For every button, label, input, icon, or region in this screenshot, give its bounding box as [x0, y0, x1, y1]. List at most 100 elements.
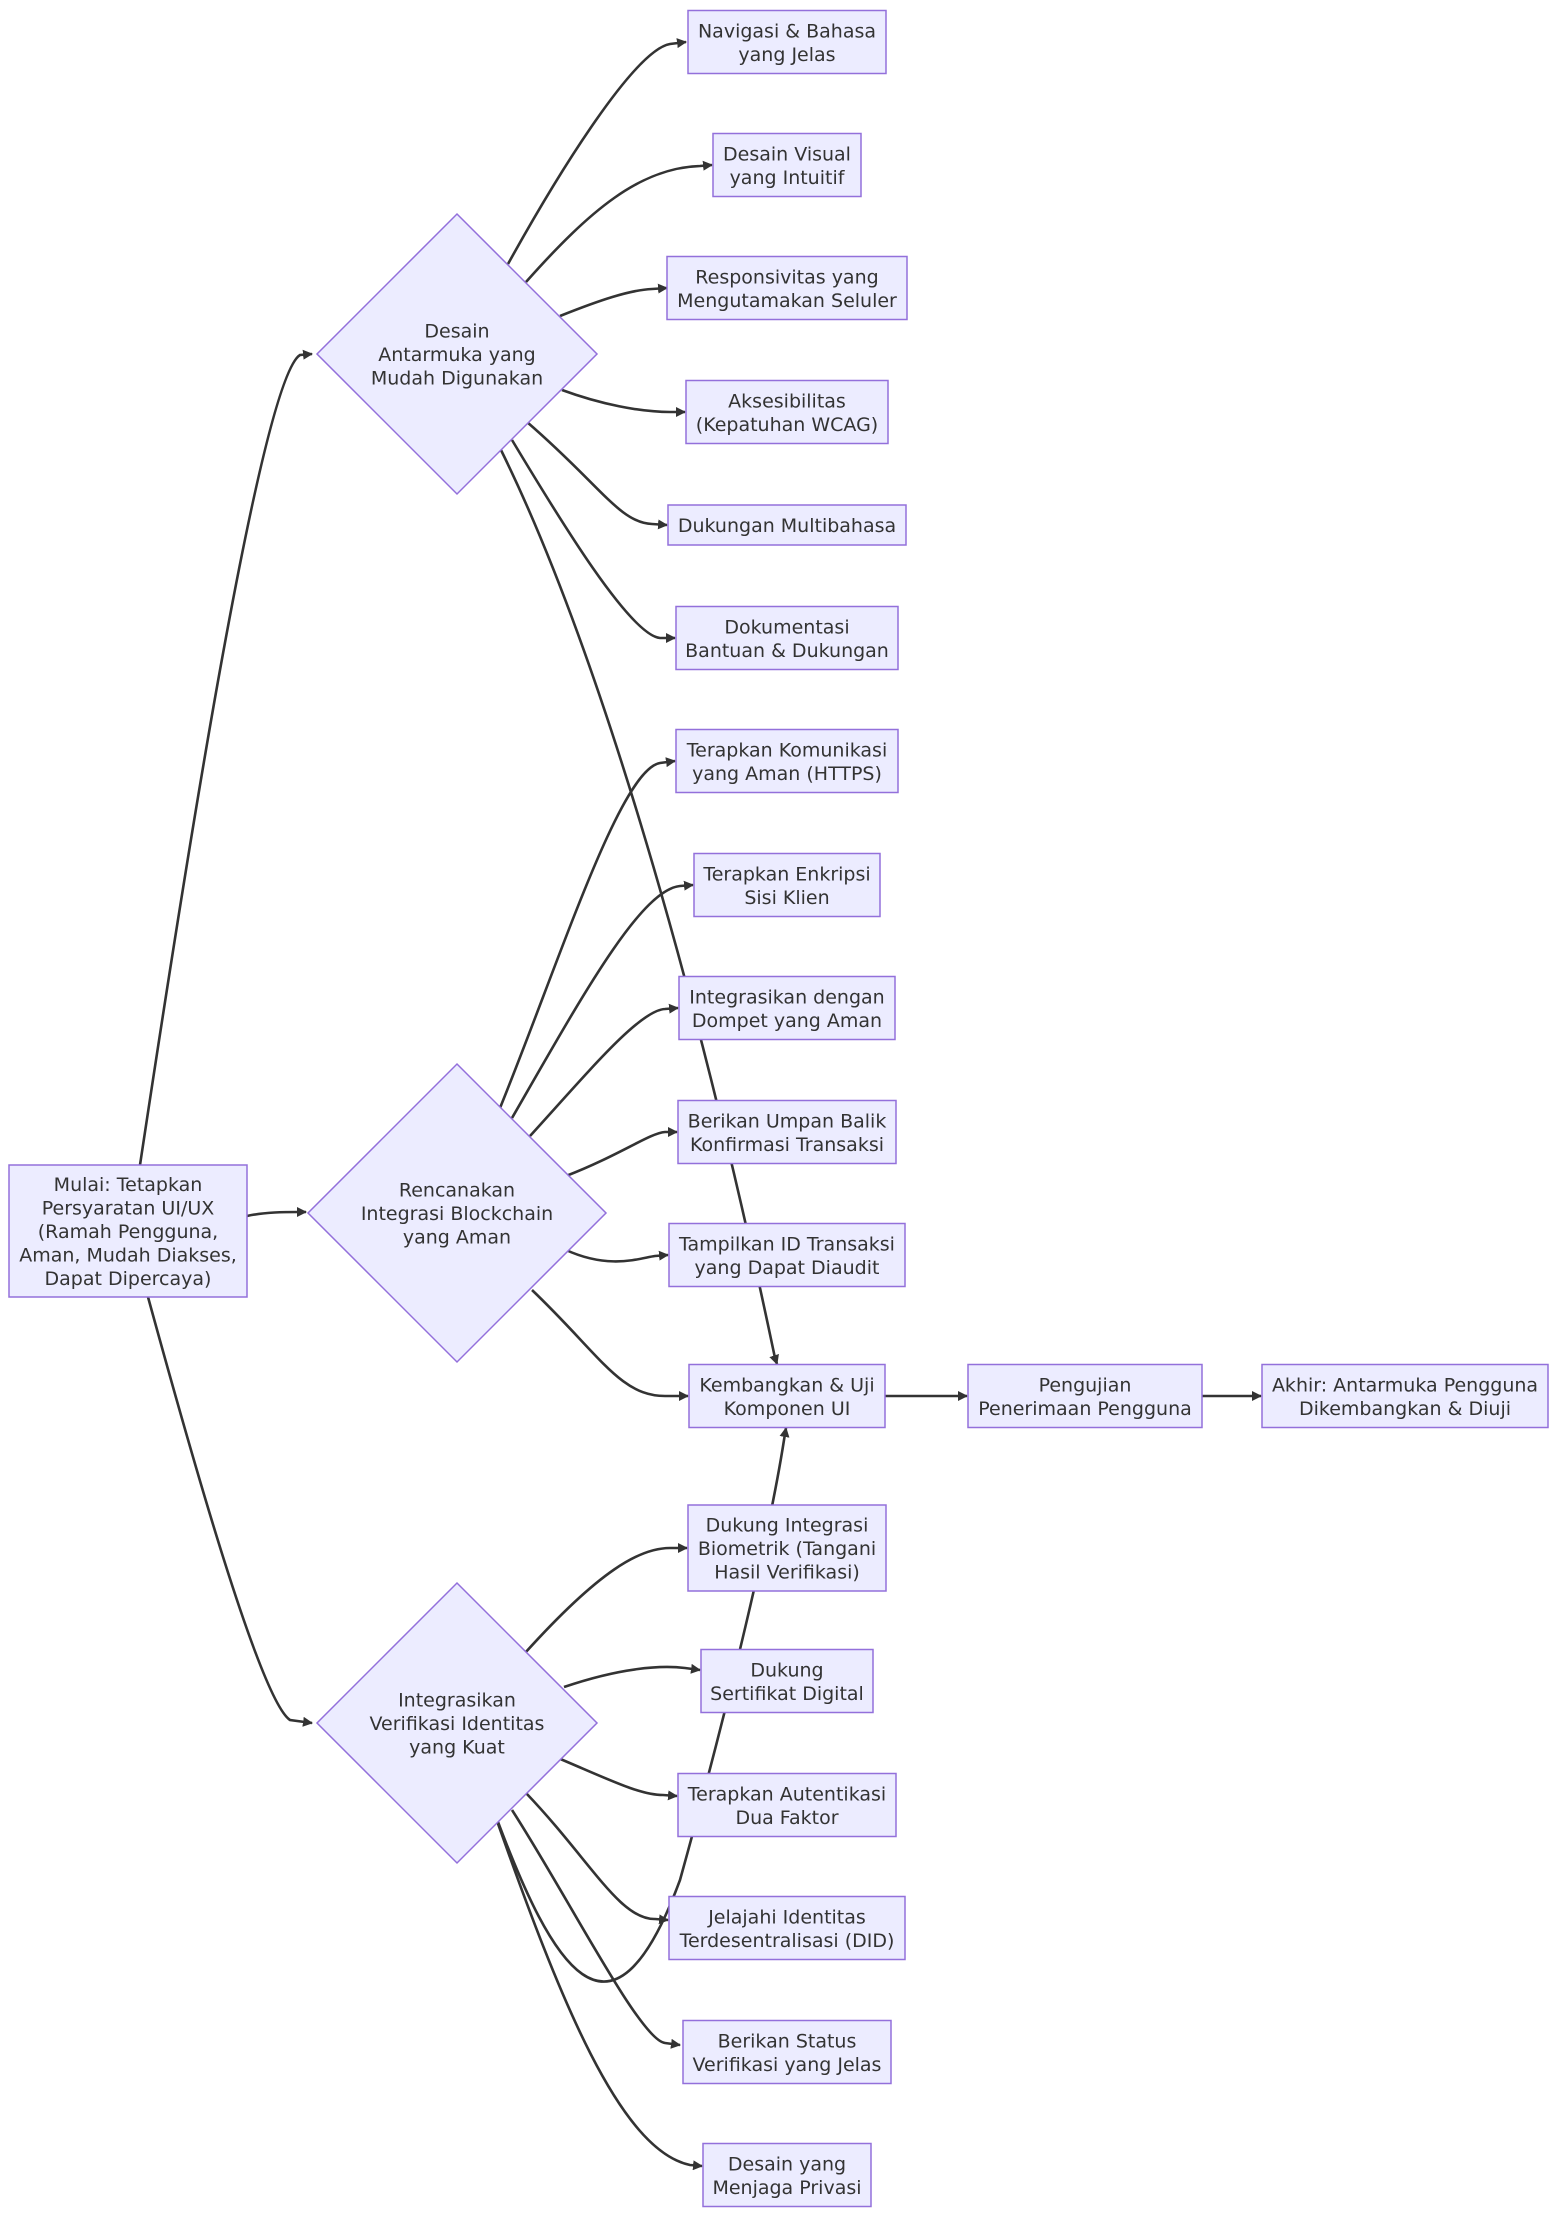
- node-label-status-1: Verifikasi yang Jelas: [693, 2054, 882, 2076]
- node-label-start-3: Aman, Mudah Diakses,: [19, 1245, 237, 1267]
- node-label-id-0: Integrasikan: [398, 1690, 516, 1712]
- decision-diamond-id: [315, 1581, 599, 1865]
- process-box-visual: [712, 132, 862, 198]
- edge-start-ui: [138, 349, 313, 1166]
- node-label-end-1: Dikembangkan & Diuji: [1299, 1398, 1511, 1420]
- edge-id-privacy: [494, 1817, 703, 2171]
- node-label-ui-2: Mudah Digunakan: [371, 368, 543, 390]
- node-label-bio-1: Biometrik (Tangani: [698, 1538, 876, 1560]
- node-label-dev-0: Kembangkan & Uji: [699, 1374, 874, 1396]
- node-label-txid-1: yang Dapat Diaudit: [695, 1257, 880, 1279]
- edge-ui-nav: [506, 38, 687, 265]
- node-label-ui-0: Desain: [424, 321, 489, 343]
- node-label-uat-1: Penerimaan Pengguna: [978, 1398, 1192, 1420]
- node-label-docs-1: Bantuan & Dukungan: [685, 640, 889, 662]
- node-label-wallet-1: Dompet yang Aman: [692, 1010, 882, 1032]
- node-label-bio-2: Hasil Verifikasi): [714, 1562, 860, 1584]
- node-label-feedback-1: Konfirmasi Transaksi: [690, 1134, 884, 1156]
- node-label-start-2: (Ramah Pengguna,: [38, 1221, 218, 1243]
- process-box-https: [675, 728, 899, 794]
- process-box-uat: [967, 1363, 1203, 1429]
- edge-ui-docs: [510, 439, 676, 643]
- node-a11y: Aksesibilitas(Kepatuhan WCAG): [685, 379, 889, 445]
- process-box-encrypt: [693, 852, 881, 918]
- node-label-visual-0: Desain Visual: [723, 143, 851, 165]
- node-label-https-1: yang Aman (HTTPS): [692, 763, 882, 785]
- edge-bc-dev: [531, 1289, 689, 1401]
- node-label-encrypt-0: Terapkan Enkripsi: [702, 863, 870, 885]
- node-label-twofa-0: Terapkan Autentikasi: [687, 1783, 886, 1805]
- edge-id-status: [510, 1809, 681, 2049]
- process-box-did: [668, 1895, 906, 1961]
- process-box-wallet: [678, 975, 896, 1041]
- node-label-uat-0: Pengujian: [1039, 1374, 1132, 1396]
- process-box-feedback: [677, 1099, 897, 1165]
- node-label-visual-1: yang Intuitif: [730, 167, 846, 189]
- node-label-id-1: Verifikasi Identitas: [370, 1713, 545, 1735]
- edge-id-twofa: [557, 1756, 678, 1801]
- decision-diamond-bc: [306, 1062, 608, 1364]
- node-label-bc-2: yang Aman: [403, 1227, 511, 1249]
- process-box-dev: [688, 1363, 886, 1429]
- edge-bc-feedback: [565, 1127, 678, 1178]
- node-label-bc-0: Rencanakan: [399, 1180, 515, 1202]
- node-label-privacy-1: Menjaga Privasi: [712, 2177, 861, 2199]
- node-label-ui-1: Antarmuka yang: [378, 344, 536, 366]
- node-label-bio-0: Dukung Integrasi: [706, 1515, 869, 1537]
- node-multilang: Dukungan Multibahasa: [667, 504, 907, 546]
- process-box-start: [8, 1164, 248, 1298]
- node-label-cert-1: Sertifikat Digital: [710, 1683, 864, 1705]
- node-label-id-2: yang Kuat: [409, 1737, 505, 1759]
- node-label-wallet-0: Integrasikan dengan: [689, 986, 884, 1008]
- node-label-bc-1: Integrasi Blockchain: [361, 1203, 553, 1225]
- edge-ui-multilang: [526, 421, 668, 530]
- node-label-cert-0: Dukung: [750, 1659, 823, 1681]
- node-label-did-0: Jelajahi Identitas: [707, 1906, 866, 1928]
- edge-bc-encrypt: [510, 880, 694, 1119]
- process-box-status: [682, 2019, 892, 2085]
- edge-bc-https: [498, 757, 676, 1109]
- process-box-end: [1261, 1363, 1549, 1429]
- edge-ui-visual: [525, 160, 713, 283]
- node-label-mobile-0: Responsivitas yang: [695, 266, 878, 288]
- process-box-mobile: [666, 255, 908, 321]
- edge-ui-a11y: [561, 388, 686, 417]
- node-label-start-1: Persyaratan UI/UX: [42, 1198, 215, 1220]
- process-box-privacy: [702, 2142, 872, 2208]
- process-box-bio: [687, 1504, 887, 1592]
- process-box-a11y: [685, 379, 889, 445]
- node-label-mobile-1: Mengutamakan Seluler: [677, 290, 897, 312]
- process-box-cert: [700, 1648, 874, 1714]
- edge-bc-txid: [565, 1248, 669, 1263]
- process-box-nav: [687, 9, 887, 75]
- node-label-multilang-0: Dukungan Multibahasa: [678, 515, 896, 537]
- node-label-privacy-0: Desain yang: [728, 2153, 846, 2175]
- node-label-end-0: Akhir: Antarmuka Pengguna: [1272, 1374, 1538, 1396]
- edge-id-did: [525, 1792, 669, 1925]
- node-label-a11y-1: (Kepatuhan WCAG): [696, 414, 878, 436]
- node-label-feedback-0: Berikan Umpan Balik: [688, 1110, 887, 1132]
- edge-start-id: [146, 1296, 313, 1727]
- node-label-nav-0: Navigasi & Bahasa: [698, 20, 876, 42]
- process-box-txid: [668, 1222, 906, 1288]
- edge-id-cert: [563, 1663, 701, 1689]
